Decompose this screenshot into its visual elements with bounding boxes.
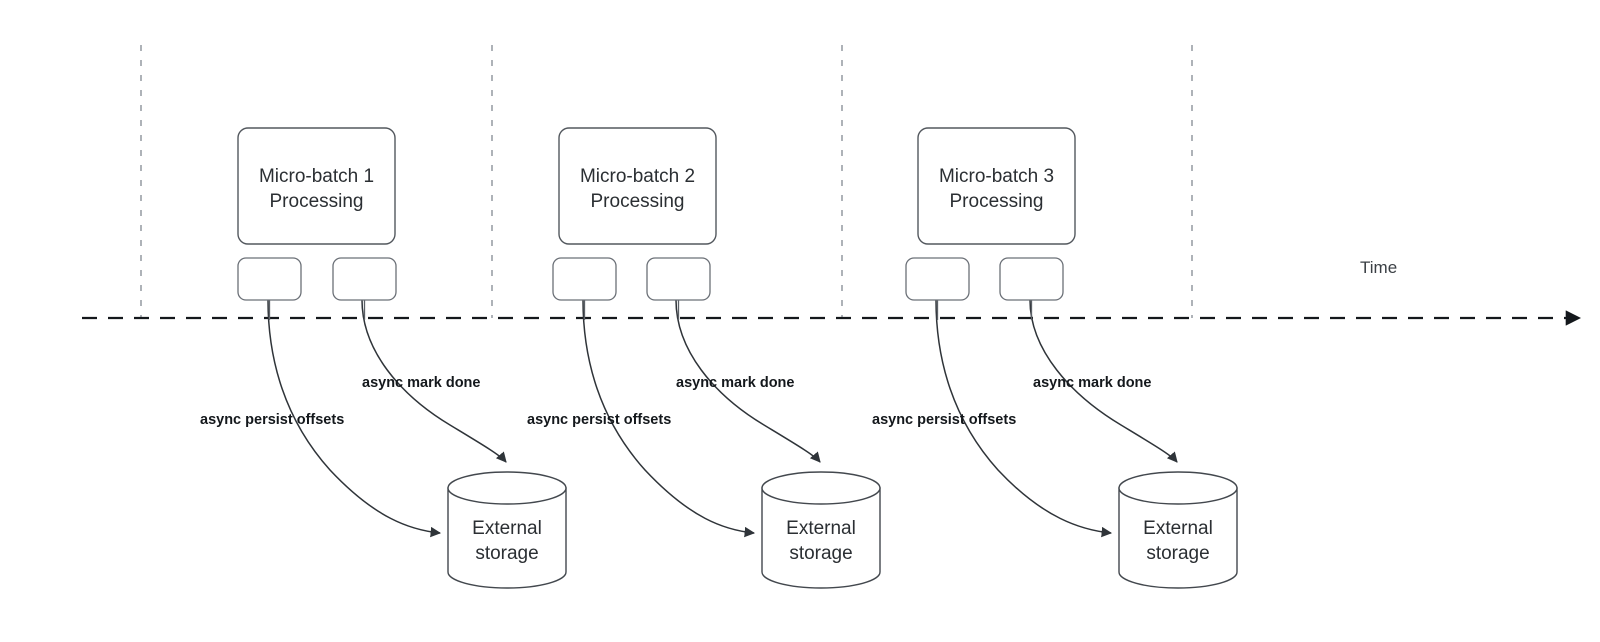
mark-done-task-box[interactable] (646, 257, 711, 301)
async-mark-done-edge-label: async mark done (362, 375, 480, 391)
storage-label-line1: External (786, 518, 856, 539)
timeline-tick-group (140, 45, 1193, 318)
persist-task-box[interactable] (905, 257, 970, 301)
async-mark-done-edge-label: async mark done (1033, 375, 1151, 391)
edge-group (267, 299, 1178, 538)
microbatch-box[interactable] (237, 127, 396, 245)
async-mark-done-edge (675, 299, 821, 463)
cylinder-body (1118, 487, 1238, 589)
microbatch-title-line1: Micro-batch 1 (259, 166, 374, 187)
storage-label-line1: External (472, 518, 542, 539)
async-persist-offsets-edge (267, 299, 442, 538)
microbatch-title-line1: Micro-batch 2 (580, 166, 695, 187)
storage-label-line2: storage (789, 543, 852, 564)
async-persist-offsets-edge-label: async persist offsets (200, 412, 344, 428)
cylinder-top (1118, 471, 1238, 505)
async-persist-offsets-edge-label: async persist offsets (527, 412, 671, 428)
async-persist-offsets-edge (935, 299, 1113, 538)
cylinder-body (761, 487, 881, 589)
external-storage-node[interactable]: External storage (1118, 471, 1238, 589)
cylinder-top (761, 471, 881, 505)
async-mark-done-edge-label: async mark done (676, 375, 794, 391)
cylinder-body (447, 487, 567, 589)
persist-task-box[interactable] (237, 257, 302, 301)
mark-done-task-box[interactable] (332, 257, 397, 301)
cylinder-top (447, 471, 567, 505)
microbatch-box[interactable] (558, 127, 717, 245)
microbatch-title-line2: Processing (270, 191, 364, 212)
microbatch-processing-node[interactable]: Micro-batch 3 Processing (917, 127, 1076, 245)
persist-task-box[interactable] (552, 257, 617, 301)
label-group: Time async persist offsets async mark done… (200, 258, 1397, 428)
storage-label-line2: storage (1146, 543, 1209, 564)
microbatch-box[interactable] (917, 127, 1076, 245)
external-storage-node[interactable]: External storage (761, 471, 881, 589)
async-mark-done-edge (361, 299, 507, 463)
microbatch-title-line1: Micro-batch 3 (939, 166, 1054, 187)
async-mark-done-edge (1029, 299, 1178, 463)
mark-done-task-box[interactable] (999, 257, 1064, 301)
microbatch-title-line2: Processing (591, 191, 685, 212)
microbatch-processing-node[interactable]: Micro-batch 2 Processing (558, 127, 717, 245)
async-persist-offsets-edge-label: async persist offsets (872, 412, 1016, 428)
microbatch-title-line2: Processing (950, 191, 1044, 212)
storage-label-line1: External (1143, 518, 1213, 539)
microbatch-processing-node[interactable]: Micro-batch 1 Processing (237, 127, 396, 245)
time-axis-label: Time (1360, 258, 1397, 277)
storage-label-line2: storage (475, 543, 538, 564)
async-persist-offsets-edge (582, 299, 756, 538)
external-storage-node[interactable]: External storage (447, 471, 567, 589)
